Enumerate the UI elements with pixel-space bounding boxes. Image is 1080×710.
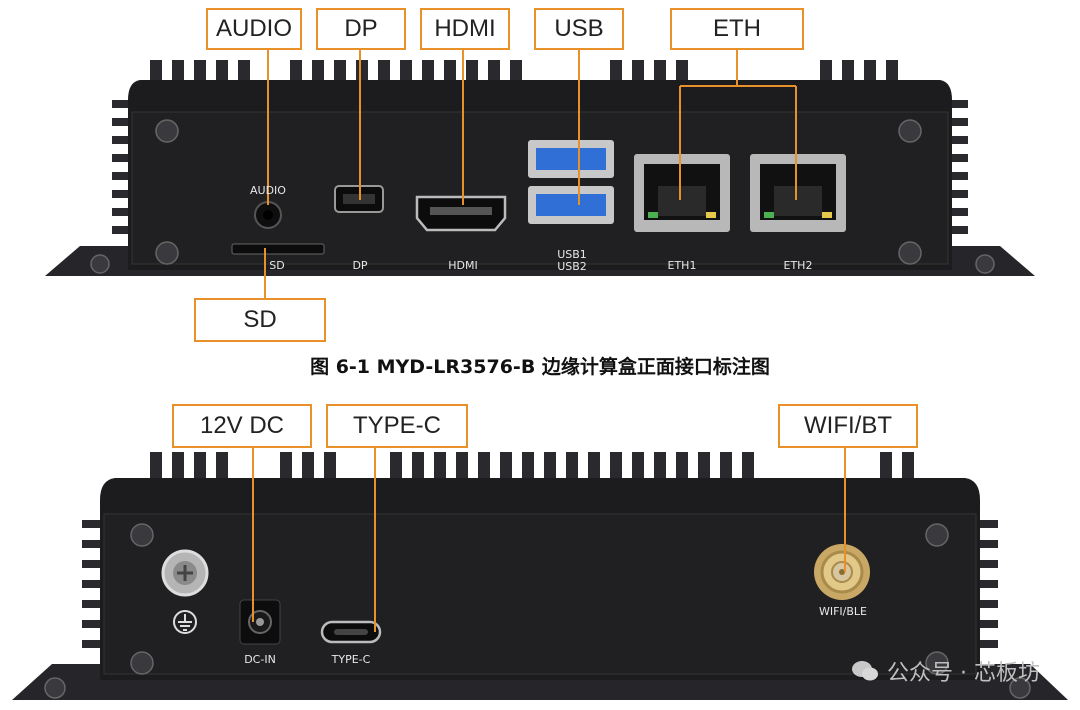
callout-lines xyxy=(252,48,846,632)
front-screws xyxy=(90,119,995,274)
watermark: 公众号 · 芯板坊 xyxy=(851,655,1040,687)
callout-usb: USB xyxy=(534,8,624,50)
callout-sd: SD xyxy=(194,298,326,342)
callout-12v-dc: 12V DC xyxy=(172,404,312,448)
sd-slot xyxy=(231,243,325,255)
silk-wifi-ble: WIFI/BLE xyxy=(818,605,868,618)
wifi-antenna-connector xyxy=(814,544,870,600)
silk-audio: AUDIO xyxy=(250,184,286,197)
back-screws xyxy=(44,523,1031,699)
callout-audio: AUDIO xyxy=(206,8,302,50)
silk-usb1: USB1 xyxy=(557,248,587,261)
eth-port-2 xyxy=(750,154,846,232)
silk-hdmi: HDMI xyxy=(448,259,478,272)
eth-port-1 xyxy=(634,154,730,232)
callout-type-c: TYPE-C xyxy=(326,404,468,448)
wechat-icon xyxy=(852,661,879,681)
silk-dc-in: DC-IN xyxy=(244,653,276,666)
silk-type-c: TYPE-C xyxy=(331,653,371,666)
back-heatsink-fins xyxy=(150,452,914,484)
figure-caption: 图 6-1 MYD-LR3576-B 边缘计算盒正面接口标注图 xyxy=(310,356,770,378)
silk-sd: SD xyxy=(269,259,285,272)
callout-hdmi: HDMI xyxy=(420,8,510,50)
callout-dp: DP xyxy=(316,8,406,50)
silk-eth2: ETH2 xyxy=(783,259,813,272)
watermark-text: 公众号 · 芯板坊 xyxy=(887,661,1040,686)
ground-screw xyxy=(161,549,209,597)
silk-eth1: ETH1 xyxy=(667,259,697,272)
callout-eth: ETH xyxy=(670,8,804,50)
callout-wifi-bt: WIFI/BT xyxy=(778,404,918,448)
silk-dp: DP xyxy=(352,259,368,272)
ground-icon xyxy=(173,610,197,634)
silk-usb2: USB2 xyxy=(557,260,587,273)
